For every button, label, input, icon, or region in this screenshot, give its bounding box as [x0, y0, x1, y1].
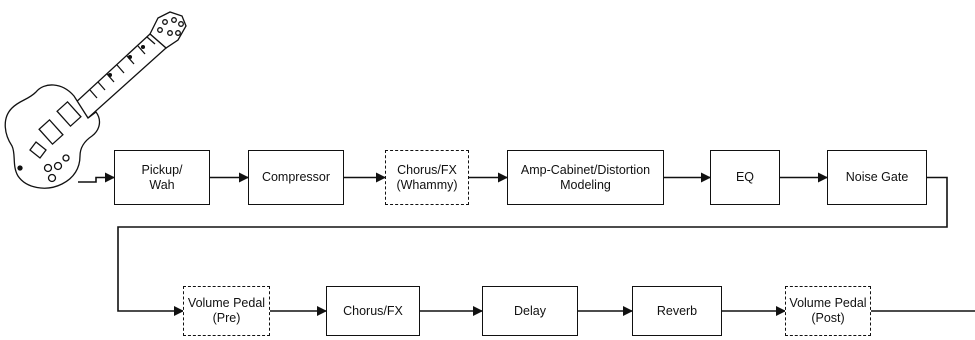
amp-block: Amp-Cabinet/Distortion Modeling	[507, 150, 664, 205]
vol-pre-block: Volume Pedal (Pre)	[183, 286, 270, 336]
chorus-fx-label: Chorus/FX	[343, 303, 403, 318]
noise-gate-block: Noise Gate	[827, 150, 927, 205]
eq-label: EQ	[735, 170, 755, 184]
reverb-block: Reverb	[632, 286, 722, 336]
compressor-label: Compressor	[261, 170, 331, 184]
vol-post-block: Volume Pedal (Post)	[785, 286, 871, 336]
vol-post-label: Volume Pedal (Post)	[789, 296, 867, 325]
wrap-connector-arrow	[117, 176, 948, 316]
delay-label: Delay	[514, 303, 546, 318]
pickup-block: Pickup/ Wah	[114, 150, 210, 205]
guitar-to-pickup-arrow	[78, 172, 115, 183]
chorus-whammy-block: Chorus/FX (Whammy)	[385, 150, 469, 205]
chorus-fx-block: Chorus/FX	[326, 286, 420, 336]
reverb-label: Reverb	[656, 303, 698, 318]
delay-block: Delay	[482, 286, 578, 336]
electric-guitar-icon	[4, 11, 187, 189]
pickup-label: Pickup/ Wah	[141, 162, 183, 192]
compressor-block: Compressor	[248, 150, 344, 205]
chorus-whammy-label: Chorus/FX (Whammy)	[396, 162, 458, 192]
noise-gate-label: Noise Gate	[845, 170, 909, 184]
eq-block: EQ	[710, 150, 780, 205]
amp-label: Amp-Cabinet/Distortion Modeling	[520, 162, 651, 192]
vol-pre-label: Volume Pedal (Pre)	[187, 296, 266, 325]
